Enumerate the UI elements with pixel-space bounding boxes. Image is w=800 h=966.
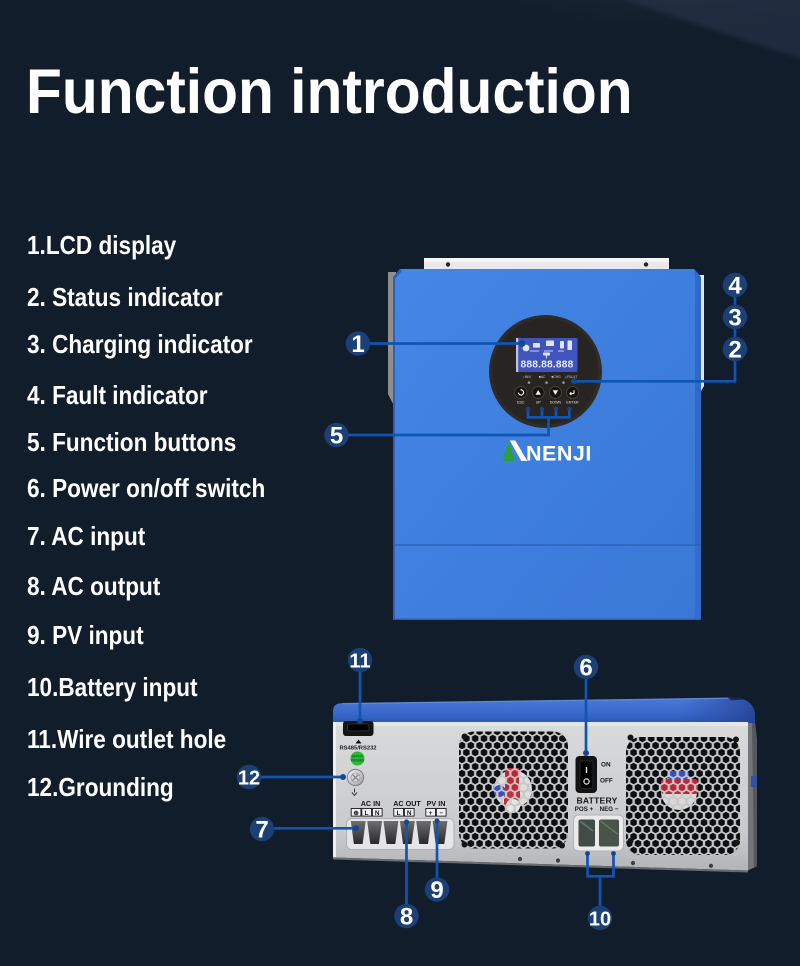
svg-text:■CHG: ■CHG: [551, 375, 561, 379]
svg-text:11: 11: [349, 650, 370, 672]
svg-text:DOWN: DOWN: [550, 401, 562, 405]
svg-text:12: 12: [238, 767, 260, 789]
svg-text:POS +: POS +: [575, 806, 594, 813]
svg-text:7: 7: [255, 817, 268, 844]
svg-text:4: 4: [728, 273, 742, 300]
svg-text:UP: UP: [536, 401, 542, 405]
svg-text:10: 10: [589, 908, 611, 930]
svg-text:NEG −: NEG −: [600, 806, 619, 813]
svg-text:5: 5: [330, 423, 343, 450]
svg-text:BATTERY: BATTERY: [576, 796, 617, 806]
svg-text:HI-POT: HI-POT: [352, 755, 363, 759]
svg-text:8: 8: [400, 904, 413, 931]
svg-text:NENJI: NENJI: [526, 442, 592, 466]
svg-text:2: 2: [728, 337, 741, 364]
svg-text:RS485/RS232: RS485/RS232: [339, 746, 376, 752]
svg-text:ON: ON: [601, 762, 611, 769]
svg-text:AC OUT: AC OUT: [393, 799, 421, 808]
svg-text:PV IN: PV IN: [427, 799, 446, 808]
svg-text:1: 1: [351, 331, 364, 358]
svg-text:+: +: [429, 810, 433, 817]
svg-text:−: −: [439, 810, 443, 817]
svg-text:△FAULT: △FAULT: [565, 375, 578, 379]
svg-text:○INV/: ○INV/: [523, 375, 532, 379]
svg-text:⊕: ⊕: [353, 810, 358, 817]
svg-text:■AC: ■AC: [539, 375, 546, 379]
svg-text:888.88.888: 888.88.888: [521, 360, 574, 371]
svg-text:N: N: [407, 810, 412, 817]
svg-text:PASSED: PASSED: [351, 759, 365, 763]
svg-text:AC IN: AC IN: [361, 799, 381, 808]
svg-text:3: 3: [728, 305, 741, 332]
svg-text:ENTER: ENTER: [566, 401, 579, 405]
svg-text:L: L: [365, 810, 369, 817]
svg-text:OFF: OFF: [600, 778, 613, 785]
svg-text:9: 9: [430, 877, 443, 904]
svg-text:ESC: ESC: [517, 401, 525, 405]
svg-text:6: 6: [579, 655, 592, 682]
svg-text:N: N: [375, 810, 380, 817]
svg-text:L: L: [397, 810, 401, 817]
